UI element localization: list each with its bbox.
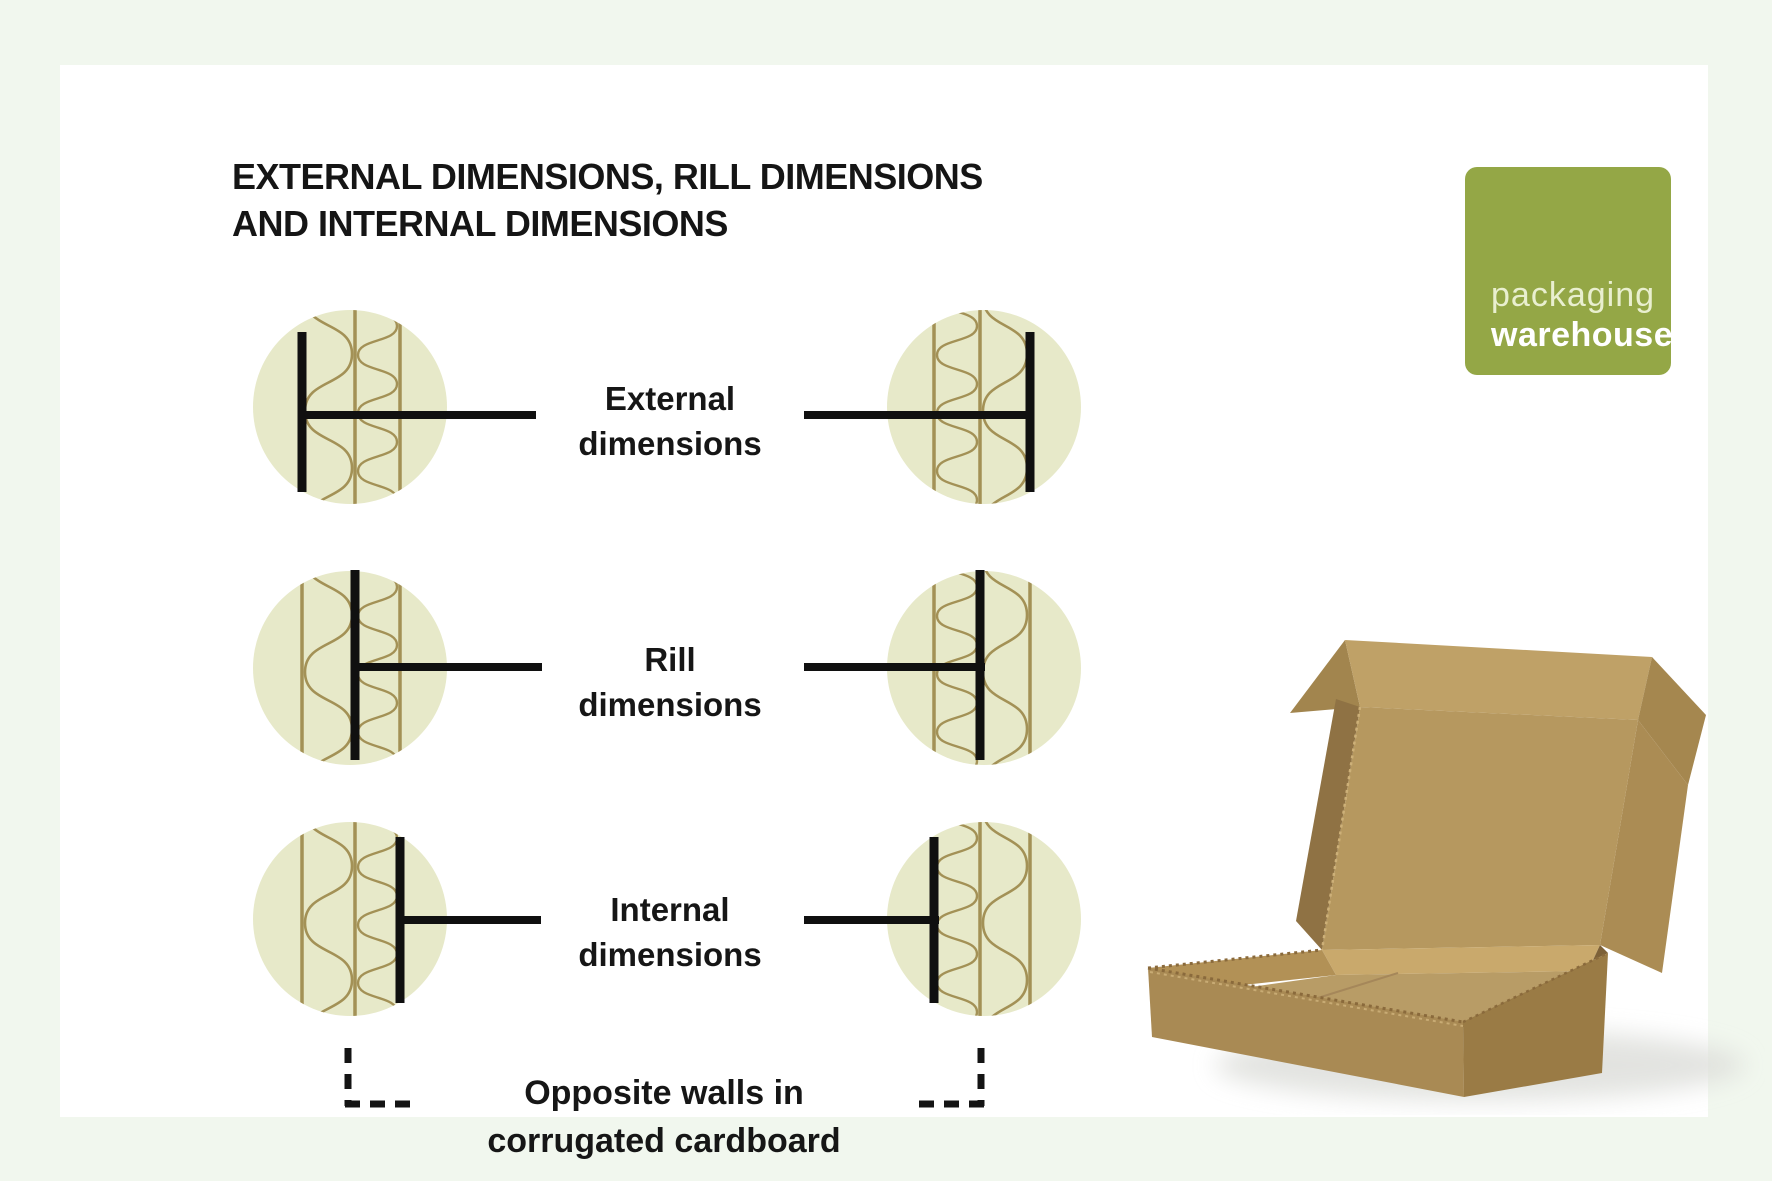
label-external-line1: External xyxy=(604,380,736,417)
page-title-line1: EXTERNAL DIMENSIONS, RILL DIMENSIONS xyxy=(232,156,983,197)
page-title-line2: AND INTERNAL DIMENSIONS xyxy=(232,203,728,244)
page-title: EXTERNAL DIMENSIONS, RILL DIMENSIONS AND… xyxy=(232,153,1092,247)
label-rill-line1: Rill xyxy=(644,641,696,678)
label-internal-line1: Internal xyxy=(610,891,730,928)
measure-line-rill-right xyxy=(804,663,985,671)
label-rill-line2: dimensions xyxy=(578,686,762,723)
label-external-dimensions: External dimensions xyxy=(520,376,820,466)
logo-word-packaging: packaging xyxy=(1491,276,1656,314)
label-opposite-walls-line2: corrugated cardboard xyxy=(487,1122,841,1160)
label-rill-dimensions: Rill dimensions xyxy=(520,637,820,727)
external-dimensions-left-circle-icon xyxy=(250,307,450,507)
opposite-walls-brackets-icon xyxy=(344,1048,985,1108)
content-card: EXTERNAL DIMENSIONS, RILL DIMENSIONS AND… xyxy=(60,65,1745,1160)
open-cardboard-box-illustration xyxy=(1147,640,1745,1101)
external-dimensions-right-circle-icon xyxy=(884,307,1084,507)
label-opposite-walls: Opposite walls in corrugated cardboard xyxy=(404,1069,924,1165)
measure-line-external-left xyxy=(300,411,536,419)
label-external-line2: dimensions xyxy=(578,425,762,462)
internal-dimensions-right-circle-icon xyxy=(884,819,1084,1019)
measure-line-rill-left xyxy=(353,663,542,671)
logo-word-warehouse: warehouse xyxy=(1491,316,1674,354)
measure-line-internal-left xyxy=(398,916,541,924)
packaging-warehouse-logo: packaging warehouse xyxy=(1465,167,1674,375)
label-opposite-walls-line1: Opposite walls in xyxy=(524,1074,804,1112)
label-internal-dimensions: Internal dimensions xyxy=(520,887,820,977)
label-internal-line2: dimensions xyxy=(578,936,762,973)
measure-line-internal-right xyxy=(804,916,939,924)
measure-line-external-right xyxy=(804,411,1034,419)
